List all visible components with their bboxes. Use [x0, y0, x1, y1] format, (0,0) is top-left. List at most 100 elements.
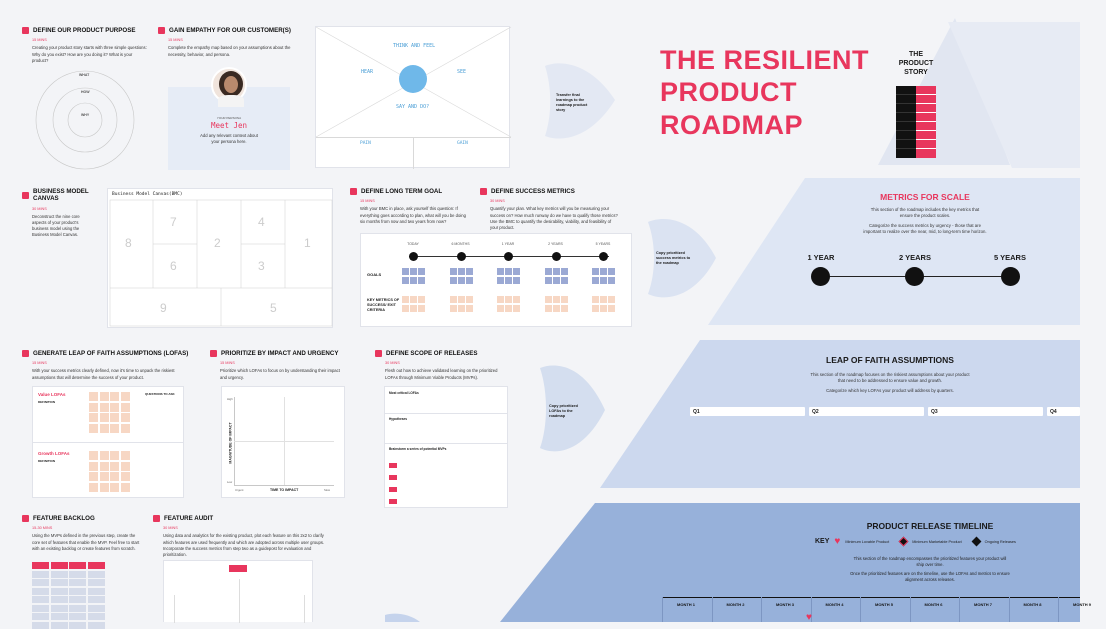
lofa-sticky[interactable] [99, 413, 109, 422]
goal-sticky[interactable] [560, 277, 568, 284]
lofa-sticky[interactable] [89, 451, 98, 460]
metric-sticky[interactable] [608, 296, 615, 303]
lofa-sticky[interactable] [89, 461, 98, 471]
goal-sticky[interactable] [410, 277, 417, 284]
backlog-cell[interactable] [69, 613, 86, 620]
lofa-sticky[interactable] [120, 413, 130, 422]
metric-sticky[interactable] [497, 296, 504, 303]
goal-sticky[interactable] [608, 268, 615, 275]
metric-sticky[interactable] [410, 296, 417, 303]
backlog-cell[interactable] [32, 587, 49, 595]
goal-sticky[interactable] [410, 268, 417, 275]
metric-sticky[interactable] [552, 296, 560, 303]
lofa-sticky[interactable] [120, 392, 130, 401]
backlog-cell[interactable] [87, 587, 105, 595]
lofa-sticky[interactable] [99, 461, 109, 471]
lofa-sticky[interactable] [99, 482, 109, 492]
metric-sticky[interactable] [497, 305, 504, 312]
metric-sticky[interactable] [402, 305, 409, 312]
backlog-header-cell[interactable] [69, 562, 86, 569]
metric-sticky[interactable] [505, 296, 512, 303]
metric-sticky[interactable] [505, 305, 512, 312]
lofa-sticky[interactable] [110, 402, 119, 412]
goal-sticky[interactable] [513, 268, 520, 275]
lofa-sticky[interactable] [99, 423, 109, 433]
backlog-cell[interactable] [32, 613, 49, 620]
quarter-q1[interactable]: Q1 [690, 407, 805, 416]
quarter-q4[interactable]: Q4 [1047, 407, 1080, 416]
metric-sticky[interactable] [465, 305, 473, 312]
goal-sticky[interactable] [418, 268, 425, 275]
goal-sticky[interactable] [505, 268, 512, 275]
lofa-sticky[interactable] [110, 423, 119, 433]
lofa-sticky[interactable] [89, 413, 98, 422]
backlog-cell[interactable] [50, 579, 68, 586]
lofa-sticky[interactable] [99, 392, 109, 401]
metric-sticky[interactable] [418, 305, 425, 312]
backlog-cell[interactable] [32, 596, 49, 603]
backlog-cell[interactable] [87, 621, 105, 629]
lofa-sticky[interactable] [110, 472, 119, 481]
goal-sticky[interactable] [418, 277, 425, 284]
quarter-q2[interactable]: Q2 [809, 407, 924, 416]
lofa-sticky[interactable] [110, 461, 119, 471]
goal-sticky[interactable] [497, 277, 504, 284]
metric-sticky[interactable] [513, 305, 520, 312]
goal-sticky[interactable] [600, 268, 607, 275]
metric-sticky[interactable] [513, 296, 520, 303]
lofa-sticky[interactable] [89, 482, 98, 492]
backlog-cell[interactable] [87, 579, 105, 586]
metric-sticky[interactable] [449, 296, 457, 303]
backlog-header-cell[interactable] [32, 562, 49, 569]
metric-sticky[interactable] [608, 305, 615, 312]
backlog-cell[interactable] [69, 621, 86, 629]
lofa-sticky[interactable] [120, 423, 130, 433]
backlog-cell[interactable] [87, 613, 105, 620]
backlog-cell[interactable] [32, 621, 49, 629]
metric-sticky[interactable] [402, 296, 409, 303]
metric-sticky[interactable] [600, 296, 607, 303]
lofa-sticky[interactable] [110, 413, 119, 422]
lofa-sticky[interactable] [110, 451, 119, 460]
lofa-sticky[interactable] [89, 402, 98, 412]
lofa-sticky[interactable] [89, 472, 98, 481]
metric-sticky[interactable] [418, 296, 425, 303]
lofa-sticky[interactable] [120, 451, 130, 460]
goal-sticky[interactable] [544, 268, 552, 275]
backlog-header-cell[interactable] [87, 562, 105, 569]
backlog-cell[interactable] [69, 579, 86, 586]
lofa-sticky[interactable] [99, 472, 109, 481]
backlog-cell[interactable] [32, 570, 49, 578]
lofa-sticky[interactable] [99, 402, 109, 412]
goal-sticky[interactable] [544, 277, 552, 284]
backlog-cell[interactable] [50, 596, 68, 603]
metric-sticky[interactable] [600, 305, 607, 312]
backlog-cell[interactable] [50, 621, 68, 629]
metric-sticky[interactable] [592, 305, 599, 312]
backlog-cell[interactable] [50, 587, 68, 595]
metric-sticky[interactable] [544, 305, 552, 312]
backlog-cell[interactable] [50, 570, 68, 578]
lofa-sticky[interactable] [120, 402, 130, 412]
goal-sticky[interactable] [513, 277, 520, 284]
backlog-cell[interactable] [32, 604, 49, 612]
lofa-sticky[interactable] [120, 461, 130, 471]
backlog-header-cell[interactable] [50, 562, 68, 569]
goal-sticky[interactable] [497, 268, 504, 275]
goal-sticky[interactable] [608, 277, 615, 284]
backlog-cell[interactable] [50, 604, 68, 612]
backlog-cell[interactable] [32, 579, 49, 586]
metric-sticky[interactable] [544, 296, 552, 303]
lofa-sticky[interactable] [99, 451, 109, 460]
metric-sticky[interactable] [457, 305, 465, 312]
goal-sticky[interactable] [552, 268, 560, 275]
goal-sticky[interactable] [449, 277, 457, 284]
metric-sticky[interactable] [410, 305, 417, 312]
goal-sticky[interactable] [465, 277, 473, 284]
goal-sticky[interactable] [457, 277, 465, 284]
goal-sticky[interactable] [505, 277, 512, 284]
goal-sticky[interactable] [592, 277, 599, 284]
goal-sticky[interactable] [560, 268, 568, 275]
lofa-sticky[interactable] [110, 392, 119, 401]
goal-sticky[interactable] [592, 268, 599, 275]
